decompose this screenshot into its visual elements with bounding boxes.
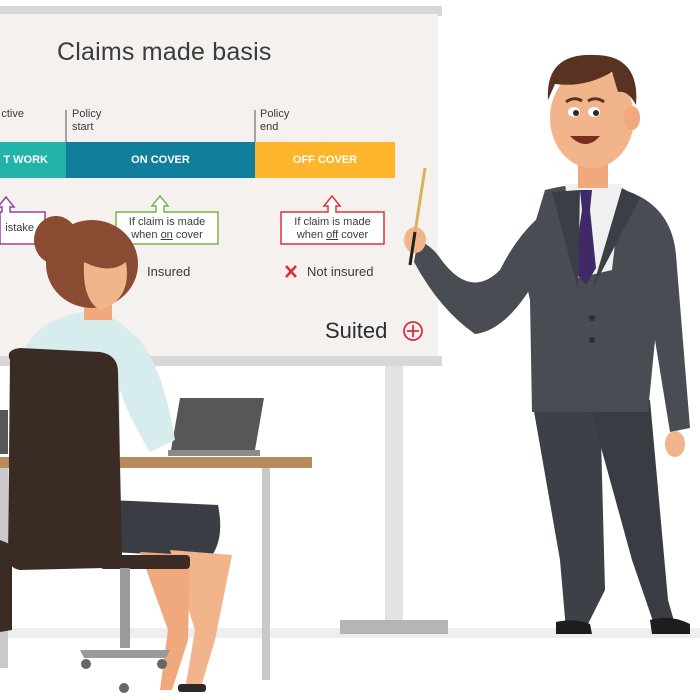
callout-off-cover-box bbox=[280, 194, 385, 245]
woman-character bbox=[0, 216, 232, 693]
bar-label-on-cover: ON COVER bbox=[131, 154, 190, 166]
left-period-label: ctive bbox=[1, 108, 24, 120]
bar-segment-on-cover bbox=[66, 142, 255, 178]
insured-label: Insured bbox=[147, 264, 191, 279]
laptop bbox=[168, 398, 264, 456]
callout-off-cover-text: If claim is made when off cover bbox=[281, 216, 384, 242]
callout-off-line2: when off cover bbox=[296, 229, 369, 241]
policy-end-label: Policy end bbox=[260, 108, 290, 133]
man-character bbox=[404, 54, 690, 634]
brand-name: Suited bbox=[325, 318, 388, 343]
board-title: Claims made basis bbox=[57, 38, 272, 66]
bar-segment-off-cover bbox=[255, 142, 395, 178]
whiteboard bbox=[0, 6, 448, 634]
laptop-left bbox=[0, 410, 8, 454]
bar-label-off-cover: OFF COVER bbox=[292, 154, 358, 166]
callout-on-cover-text: If claim is made when on cover bbox=[116, 216, 218, 242]
board-stand bbox=[385, 366, 403, 621]
policy-start-label: Policy start bbox=[72, 108, 102, 133]
bar-segment-work bbox=[0, 142, 66, 178]
suited-logo-icon bbox=[403, 321, 423, 341]
callout-mistake-box bbox=[0, 195, 46, 245]
callout-mistake-text: istake bbox=[5, 222, 34, 234]
callout-on-cover-box bbox=[115, 194, 219, 245]
callout-off-line1: If claim is made bbox=[294, 216, 371, 228]
not-insured-label: Not insured bbox=[307, 264, 374, 279]
bar-label-work: T WORK bbox=[3, 154, 48, 166]
cross-icon bbox=[285, 265, 297, 278]
callout-on-line2: when on cover bbox=[131, 229, 203, 241]
callout-on-line1: If claim is made bbox=[128, 216, 206, 228]
